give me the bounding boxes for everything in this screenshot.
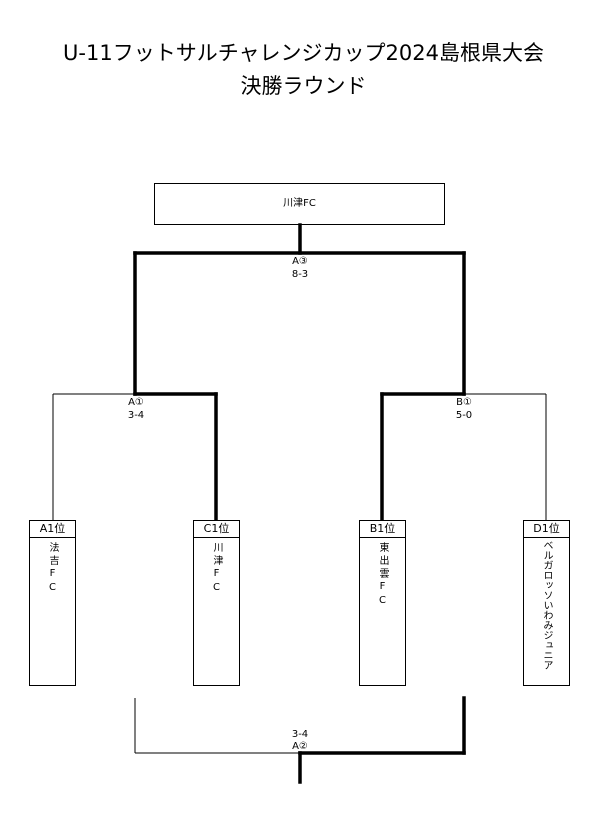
semi-right-match-id: B① — [456, 397, 472, 408]
semi-right-match-score: 5-0 — [455, 410, 473, 421]
team-seed: A1位 — [30, 521, 75, 538]
team-box-a1: A1位 法吉FC — [29, 520, 76, 686]
final-match-score: 8-3 — [291, 269, 309, 280]
team-box-b1: B1位 東出雲FC — [359, 520, 406, 686]
team-name: ベルガロッソいわみジュニア — [541, 540, 552, 670]
team-seed: B1位 — [360, 521, 405, 538]
semi-left-match-score: 3-4 — [127, 410, 145, 421]
third-place-match-id: A② — [292, 741, 308, 752]
champion-name: 川津FC — [283, 198, 316, 209]
third-place-match-score: 3-4 — [291, 729, 309, 740]
team-name: 法吉FC — [47, 542, 58, 596]
team-seed: C1位 — [194, 521, 239, 538]
team-box-d1: D1位 ベルガロッソいわみジュニア — [523, 520, 570, 686]
semi-left-match-id: A① — [128, 397, 144, 408]
final-match-id: A③ — [292, 256, 308, 267]
team-box-c1: C1位 川津FC — [193, 520, 240, 686]
page-title: U-11フットサルチャレンジカップ2024島根県大会 — [63, 41, 544, 65]
page-subtitle: 決勝ラウンド — [240, 74, 367, 98]
team-name: 川津FC — [211, 542, 222, 596]
team-seed: D1位 — [524, 521, 569, 538]
team-name: 東出雲FC — [377, 542, 388, 609]
